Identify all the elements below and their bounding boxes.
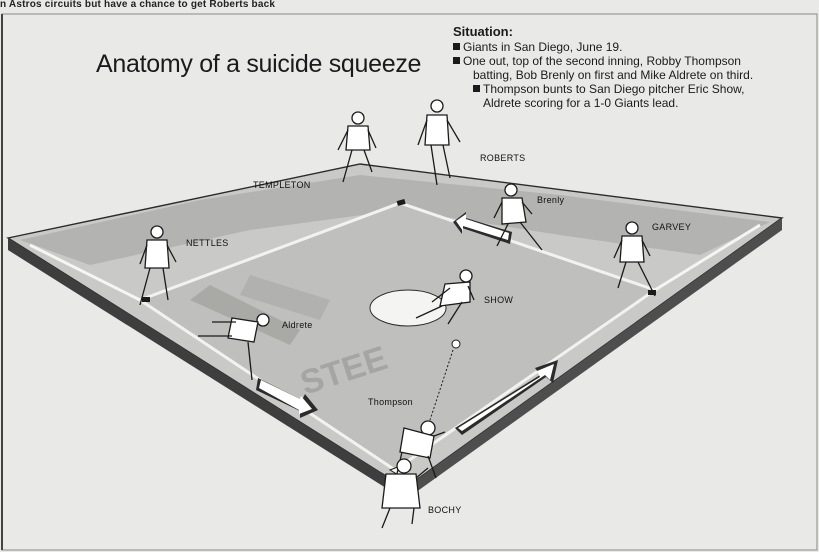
first-base	[648, 290, 656, 295]
label-roberts: ROBERTS	[480, 153, 526, 163]
situation-line: batting, Bob Brenly on first and Mike Al…	[473, 68, 754, 82]
player-thompson-figure	[395, 420, 446, 479]
board-edge-right	[405, 218, 782, 500]
label-bochy: BOCHY	[428, 505, 462, 515]
label-templeton: TEMPLETON	[253, 180, 311, 190]
label-brenly: Brenly	[537, 195, 565, 205]
player-bochy-figure	[381, 458, 429, 529]
situation-line: One out, top of the second inning, Robby…	[463, 54, 741, 68]
bullet-square-icon	[453, 43, 460, 50]
player-brenly-figure	[493, 183, 543, 251]
situation-box: Situation: Giants in San Diego, June 19.…	[453, 25, 803, 110]
outfield-band	[20, 175, 770, 265]
situation-line: Aldrete scoring for a 1-0 Giants lead.	[483, 96, 679, 110]
situation-item: Giants in San Diego, June 19.	[453, 40, 803, 54]
ball	[451, 339, 461, 349]
arrow-aldrete-run	[256, 378, 318, 418]
ball-path	[429, 349, 454, 421]
player-templeton-figure	[337, 111, 377, 183]
shadow-streak	[240, 275, 330, 320]
situation-item: Thompson bunts to San Diego pitcher Eric…	[453, 82, 803, 110]
label-show: SHOW	[484, 295, 514, 305]
situation-item: One out, top of the second inning, Robby…	[453, 54, 803, 82]
situation-line: Thompson bunts to San Diego pitcher Eric…	[483, 82, 745, 96]
pitchers-mound	[369, 289, 447, 327]
shadow-streak	[190, 285, 300, 345]
player-show-figure	[415, 269, 475, 325]
player-roberts-figure	[417, 99, 461, 186]
bullet-square-icon	[453, 57, 460, 64]
arrow-brenly-run	[453, 212, 512, 244]
second-base	[396, 199, 406, 206]
player-nettles-figure	[139, 225, 177, 306]
situation-text: Giants in San Diego, June 19.	[463, 40, 623, 54]
bullet-square-icon	[473, 85, 480, 92]
situation-heading: Situation:	[453, 24, 513, 39]
label-thompson: Thompson	[368, 397, 413, 407]
label-nettles: NETTLES	[186, 238, 229, 248]
foul-line-right	[654, 223, 761, 292]
label-garvey: GARVEY	[652, 222, 692, 232]
third-base	[142, 297, 150, 302]
header-topline: n Astros circuits but have a chance to g…	[0, 0, 276, 10]
diagram-title: Anatomy of a suicide squeeze	[96, 50, 422, 78]
player-garvey-figure	[613, 221, 656, 297]
arrow-thompson-run	[455, 360, 558, 435]
label-aldrete: Aldrete	[282, 320, 313, 330]
board-edge-left	[8, 238, 405, 500]
player-aldrete-figure	[198, 313, 270, 381]
foul-line-left	[29, 243, 141, 302]
situation-text: One out, top of the second inning, Robby…	[463, 54, 753, 82]
situation-text: Thompson bunts to San Diego pitcher Eric…	[483, 82, 744, 110]
